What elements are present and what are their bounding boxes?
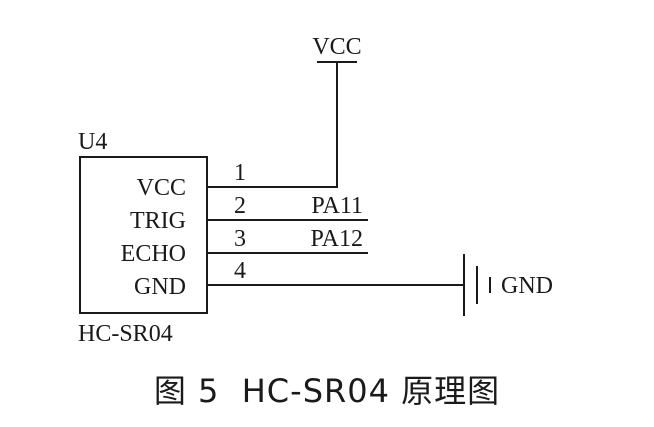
pin-number-2: 2 bbox=[234, 193, 246, 219]
vcc-power-symbol: VCC bbox=[312, 34, 362, 187]
pin-number-1: 1 bbox=[234, 160, 246, 186]
component-part-number: HC-SR04 bbox=[78, 321, 173, 347]
pin-number-4: 4 bbox=[234, 258, 246, 284]
pin-name-gnd: GND bbox=[134, 274, 186, 300]
pin-name-vcc: VCC bbox=[137, 175, 186, 201]
net-label-pa12: PA12 bbox=[311, 226, 363, 252]
net-label-pa11: PA11 bbox=[311, 193, 363, 219]
ground-label: GND bbox=[501, 273, 553, 299]
pin-name-trig: TRIG bbox=[130, 208, 186, 234]
component-body bbox=[79, 156, 208, 314]
vcc-symbol-label: VCC bbox=[312, 34, 361, 60]
pin-name-echo: ECHO bbox=[121, 241, 186, 267]
ground-symbol: GND bbox=[463, 254, 553, 316]
hc-sr04-component: U4 HC-SR04 VCC TRIG ECHO GND 1 2 3 4 bbox=[78, 129, 246, 347]
pin-number-3: 3 bbox=[234, 226, 246, 252]
component-reference: U4 bbox=[78, 129, 107, 155]
figure-caption: 图 5 HC-SR04 原理图 bbox=[153, 372, 501, 410]
